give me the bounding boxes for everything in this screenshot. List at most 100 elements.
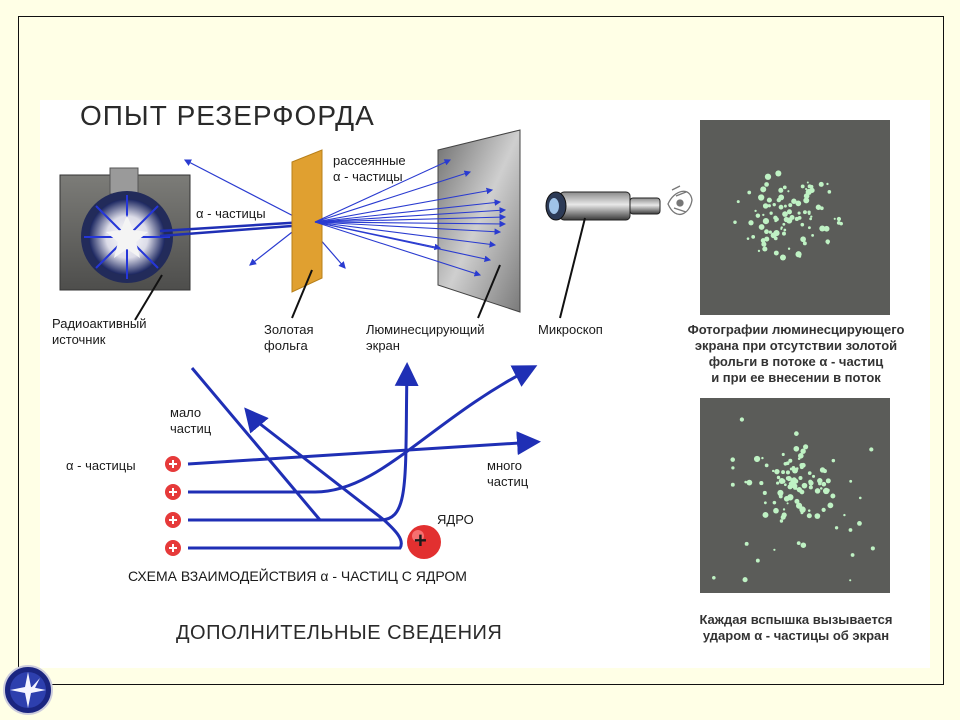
flash-dot	[759, 481, 764, 486]
flash-dot	[789, 214, 795, 220]
frame-right	[943, 16, 944, 684]
flash-dot	[783, 461, 788, 466]
flash-dot	[758, 224, 765, 230]
flash-dot	[753, 455, 761, 463]
screen-label: Люминесцирующий экран	[366, 322, 485, 354]
flash-dot	[762, 490, 767, 495]
scattered-label-line1: рассеянные	[333, 153, 406, 168]
flash-dot	[836, 221, 841, 225]
alpha-particles	[165, 456, 181, 556]
flash-dot	[796, 541, 801, 545]
flash-dot	[739, 417, 745, 422]
page-title: ОПЫТ РЕЗЕРФОРДА	[80, 100, 375, 131]
flash-dot	[809, 217, 812, 221]
flash-dot	[767, 204, 771, 208]
flash-dot	[843, 513, 846, 517]
foil-label-line2: фольга	[264, 338, 308, 353]
flash-dot	[780, 226, 783, 229]
photo-caption-top-line4: и при ее внесении в поток	[711, 370, 881, 385]
flash-dot	[819, 206, 824, 211]
flash-dot	[744, 541, 749, 546]
source-label: Радиоактивный источник	[52, 316, 147, 348]
flash-dot	[814, 488, 821, 494]
flash-dot	[788, 203, 793, 208]
flash-dot	[800, 542, 807, 548]
flash-dot	[774, 219, 778, 223]
flash-dot	[773, 548, 776, 551]
flash-dot	[746, 479, 753, 486]
flash-dot	[762, 218, 770, 225]
flash-dot	[783, 204, 787, 208]
many-label-line1: много	[487, 458, 523, 473]
flash-dot	[802, 210, 807, 215]
flash-dot	[826, 488, 830, 493]
flash-dot	[781, 452, 785, 457]
flash-dot	[797, 457, 801, 461]
flash-dot	[782, 211, 788, 217]
photo-caption-top-line3: фольги в потоке α - частиц	[708, 354, 884, 369]
flash-dot	[830, 493, 836, 499]
flash-dot	[785, 470, 790, 475]
few-label-line2: частиц	[170, 421, 212, 436]
forward-rays	[314, 159, 507, 277]
flash-dot	[807, 471, 812, 475]
flash-dot	[742, 577, 748, 583]
flash-dot	[825, 478, 831, 484]
flash-dot	[778, 477, 785, 485]
flash-dot	[833, 217, 836, 220]
flash-dot	[870, 546, 875, 551]
flash-dot	[789, 467, 793, 471]
flash-dot	[762, 246, 768, 252]
flash-dot	[808, 479, 813, 484]
flash-dot	[712, 576, 716, 580]
flash-dots-bottom	[712, 417, 875, 583]
flash-dot	[801, 482, 808, 489]
nucleus-label: ЯДРО	[437, 512, 474, 527]
flash-dot	[772, 469, 775, 473]
flash-dot	[751, 234, 756, 239]
flash-dot	[800, 448, 806, 454]
flash-dot	[827, 190, 832, 194]
flash-dots-top	[733, 170, 843, 261]
flash-dot	[836, 216, 842, 222]
flash-dot	[761, 456, 764, 460]
flash-dot	[776, 481, 780, 485]
flash-dot	[794, 431, 799, 436]
flash-dot	[794, 498, 800, 504]
flash-dot	[812, 474, 816, 478]
alpha-beam	[159, 220, 306, 238]
flash-dot	[786, 502, 789, 505]
flash-dot	[800, 511, 804, 515]
flash-dot	[730, 457, 735, 462]
flash-dot	[782, 185, 787, 190]
flash-dot	[807, 509, 811, 512]
flash-dot	[764, 463, 769, 468]
flash-dot	[746, 237, 750, 240]
photo-without-foil	[700, 120, 890, 315]
flash-dot	[748, 220, 754, 226]
few-label-line1: мало	[170, 405, 202, 420]
luminescent-screen	[437, 129, 521, 313]
flash-dot	[774, 468, 780, 475]
flash-dot	[809, 187, 815, 193]
flash-dot	[781, 470, 786, 475]
flash-dot	[772, 500, 777, 505]
flash-dot	[773, 250, 779, 256]
eye-icon	[667, 185, 693, 215]
flash-dot	[760, 186, 767, 193]
flash-dot	[800, 236, 806, 243]
flash-dot	[857, 521, 862, 526]
microscope-label: Микроскоп	[538, 322, 603, 337]
flash-dot	[799, 489, 803, 494]
foil-label: Золотая фольга	[264, 322, 314, 354]
foil-label-line1: Золотая	[264, 322, 314, 337]
photo-caption-bottom-line1: Каждая вспышка вызывается	[699, 612, 893, 627]
flash-dot	[849, 479, 853, 483]
frame-left	[18, 16, 19, 684]
flash-dot	[758, 194, 765, 201]
photo-caption-bottom: Каждая вспышка вызывается ударом α - час…	[662, 612, 930, 644]
flash-dot	[766, 197, 772, 203]
many-label-line2: частиц	[487, 474, 529, 489]
flash-dot	[783, 228, 787, 232]
flash-dot	[818, 482, 822, 486]
